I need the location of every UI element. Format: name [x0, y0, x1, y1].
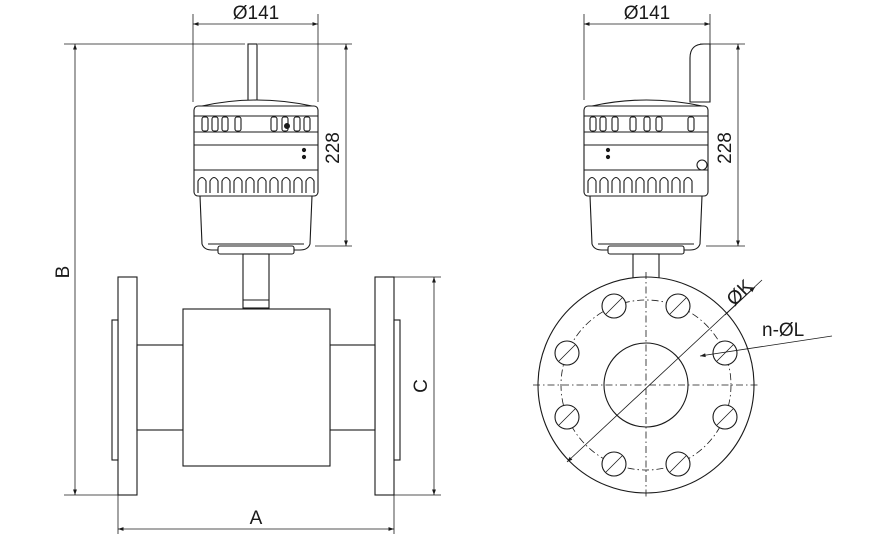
antenna: [247, 43, 258, 103]
dimension-c-label: C: [411, 379, 432, 393]
left-pipe: [136, 344, 184, 431]
side-indicator-dot: [605, 147, 611, 153]
left-flange: [111, 276, 138, 496]
front-view: B Ø141 228: [53, 3, 441, 534]
dimension-a: A: [117, 495, 395, 534]
indicator-dot: [301, 154, 307, 160]
bolt-holes-dimension: n-ØL: [699, 320, 833, 358]
dimension-b-label: B: [53, 266, 74, 279]
dimension-top-diameter: Ø141: [192, 3, 319, 102]
converter-head: [193, 99, 319, 255]
flange-face: [533, 272, 759, 498]
side-view: Ø141 228: [533, 3, 833, 498]
side-dimension-head-height-label: 228: [715, 132, 736, 164]
dimension-c: C: [392, 276, 441, 496]
dimension-a-label: A: [250, 508, 263, 529]
lower-grip-ribs: [197, 176, 315, 193]
right-flange: [374, 276, 401, 496]
side-lower-grip-ribs: [587, 176, 693, 193]
neck: [242, 253, 270, 309]
dimension-head-height-label: 228: [323, 132, 344, 164]
dimension-top-diameter-label: Ø141: [233, 3, 279, 24]
bolt-circle: [560, 299, 732, 471]
right-pipe: [329, 344, 376, 431]
side-antenna: [689, 43, 711, 103]
dimension-head-height: 228: [258, 43, 352, 247]
indicator-dot: [301, 147, 307, 153]
side-indicator-dot: [605, 154, 611, 160]
meter-body: [182, 308, 331, 467]
side-upper-grip-slots: [589, 116, 695, 132]
side-dimension-top-diameter-label: Ø141: [624, 3, 670, 24]
bolt-holes-label: n-ØL: [762, 320, 804, 341]
dimension-b: B: [53, 43, 245, 496]
side-converter-head: [583, 99, 709, 255]
bolt-holes: [554, 293, 738, 477]
side-button: [696, 159, 708, 171]
bolt-circle-label: ØK: [723, 276, 757, 310]
upper-grip-slots: [201, 116, 311, 132]
